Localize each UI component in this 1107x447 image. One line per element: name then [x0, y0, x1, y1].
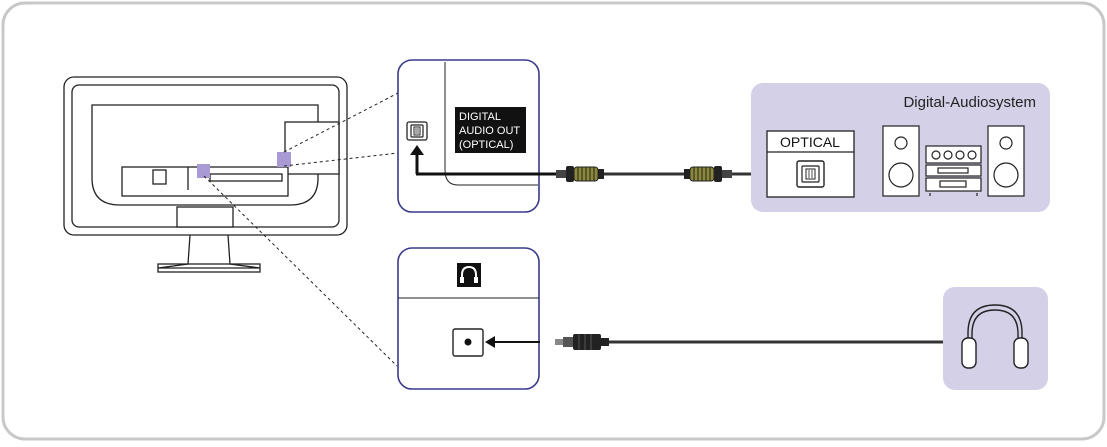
optical-input-box: OPTICAL — [766, 130, 855, 198]
optical-label-line-2: AUDIO OUT — [459, 125, 520, 137]
stereo-unit-top — [925, 145, 982, 164]
headphones-device — [943, 287, 1048, 390]
tv-outer-bezel — [63, 76, 348, 236]
stereo-system-icon — [882, 125, 1025, 197]
headphone-panel — [397, 247, 540, 390]
headphones-icon — [961, 304, 1029, 369]
optical-connection-arrowhead — [410, 145, 424, 155]
zoom-lines — [203, 91, 401, 367]
headphone-connection-arrowhead — [485, 336, 495, 348]
optical-panel: DIGITAL AUDIO OUT (OPTICAL) — [397, 59, 558, 213]
optical-panel-divider — [444, 62, 538, 186]
optical-label-box — [455, 107, 526, 153]
zoom-line-optical-top — [283, 91, 401, 153]
audio-system: Digital-Audiosystem OPTICAL — [751, 83, 1050, 212]
optical-input-label: OPTICAL — [780, 134, 840, 150]
headphone-panel-frame — [397, 247, 540, 390]
tv-headphone-port-highlight — [197, 164, 210, 178]
headphones-panel — [943, 287, 1048, 390]
tv-bottom-port-left — [152, 169, 167, 185]
optical-port-icon — [406, 121, 428, 141]
zoom-line-optical-bottom — [283, 152, 399, 167]
headphone-plug — [555, 334, 609, 350]
optical-label-line-1: DIGITAL — [459, 111, 501, 123]
headphone-cable — [555, 334, 945, 350]
tv-optical-port-highlight — [277, 152, 291, 167]
tv-stand-base — [157, 263, 261, 273]
optical-cable — [556, 166, 752, 182]
tv-stand-neck-top — [176, 206, 234, 228]
optical-input-port-icon — [796, 160, 825, 188]
headphone-symbol-icon — [457, 263, 481, 287]
tv-back-panel — [91, 104, 319, 206]
headphone-jack-icon — [452, 328, 484, 357]
optical-plug-right — [684, 166, 732, 182]
optical-plug-left — [556, 166, 604, 182]
tv-stand-neck — [157, 234, 261, 269]
audio-system-title: Digital-Audiosystem — [903, 94, 1036, 111]
optical-label-line-3: (OPTICAL) — [459, 139, 513, 151]
tv-side-connector-area — [284, 121, 340, 175]
